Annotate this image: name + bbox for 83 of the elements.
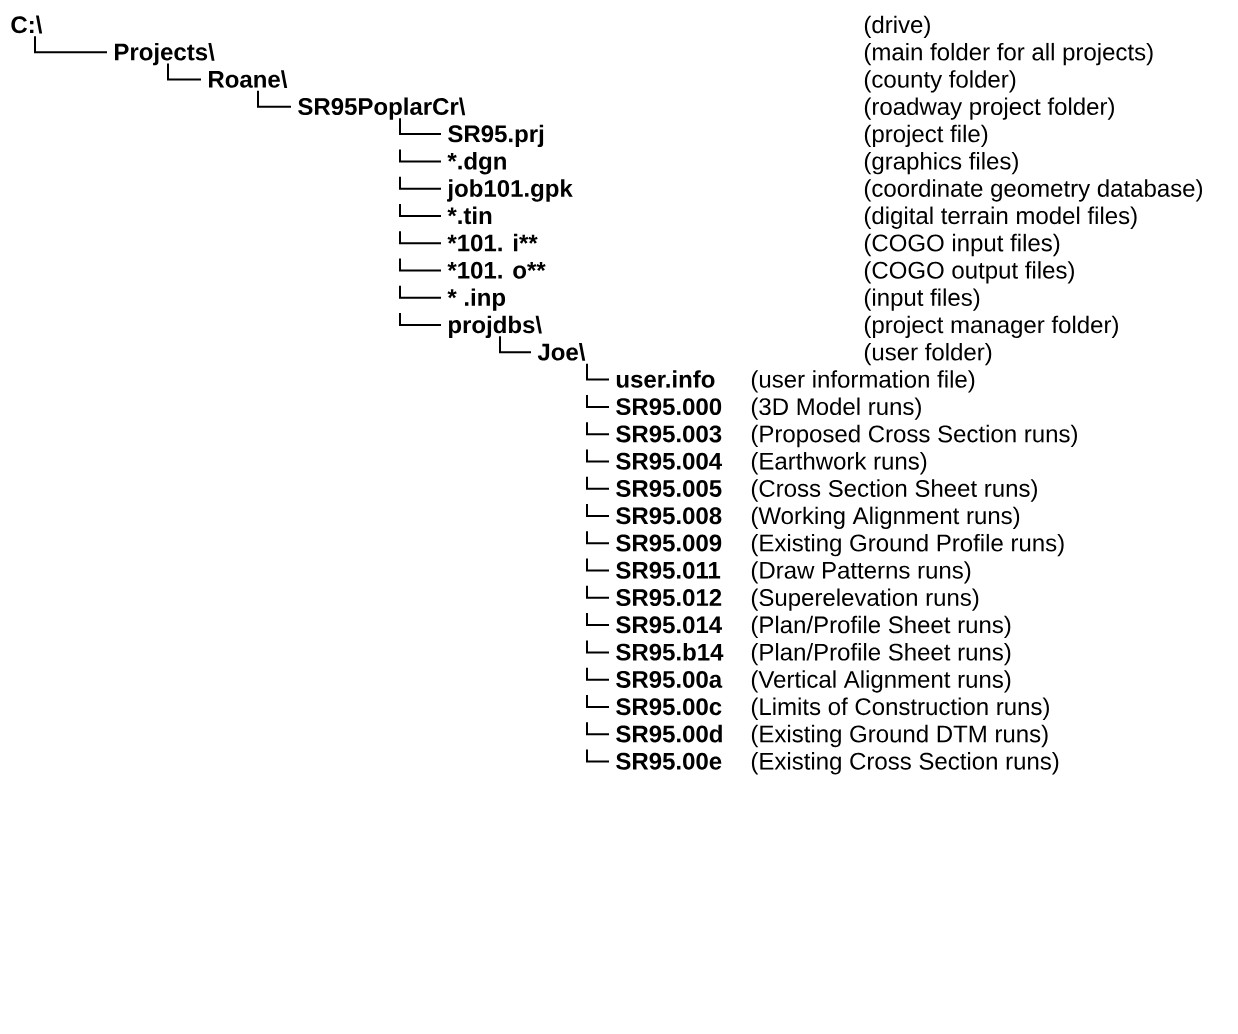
tree-branch [586, 748, 610, 763]
folder-name: SR95.00e [616, 752, 722, 770]
tree-branch [399, 117, 442, 136]
description: (project manager folder) [864, 315, 1118, 339]
description: (Existing Ground Profile runs) [751, 533, 1064, 557]
tree-branch [586, 721, 610, 736]
description: (Existing Ground DTM runs) [751, 724, 1048, 748]
description: (Cross Section Sheet runs) [751, 479, 1037, 502]
folder-name: SR95.00c [616, 698, 722, 716]
folder-name: projdbs\ [448, 315, 542, 339]
folder-name: *101. i** [447, 233, 538, 252]
tree-branch [586, 503, 610, 517]
tree-branch [586, 557, 610, 572]
tree-branch [399, 230, 442, 245]
folder-name: SR95.000 [616, 398, 722, 416]
tree-branch [399, 312, 442, 327]
tree-branch [586, 693, 610, 708]
tree-branch [586, 612, 610, 627]
description: (Limits of Construction runs) [751, 697, 1049, 720]
folder-name: SR95.012 [616, 589, 722, 607]
description: (Proposed Cross Section runs) [751, 424, 1077, 448]
description: (roadway project folder) [864, 97, 1114, 120]
description: (Plan/Profile Sheet runs) [751, 615, 1011, 639]
folder-name: SR95.00a [616, 670, 723, 688]
folder-name: SR95PoplarCr\ [298, 97, 466, 120]
tree-branch [257, 89, 292, 108]
folder-name: SR95.009 [616, 534, 722, 552]
tree-branch [399, 175, 442, 190]
description: (Existing Cross Section runs) [751, 752, 1059, 775]
description: (COGO input files) [864, 233, 1060, 257]
tree-branch [499, 335, 532, 354]
tree-branch [399, 257, 442, 272]
description: (project file) [864, 124, 988, 148]
folder-name: *.tin [447, 206, 492, 225]
folder-name: SR95.prj [448, 124, 544, 148]
folder-name: SR95.b14 [616, 643, 724, 661]
tree-branch [586, 448, 610, 463]
folder-name: SR95.008 [616, 507, 722, 525]
folder-name: Roane\ [209, 70, 288, 89]
description: (user folder) [864, 342, 992, 366]
description: (main folder for all projects) [864, 42, 1153, 66]
tree-branch [586, 421, 610, 436]
description: (3D Model runs) [751, 397, 921, 420]
description: (graphics files) [864, 152, 1018, 175]
tree-branch [399, 148, 442, 163]
tree-branch [586, 475, 610, 490]
description: (COGO output files) [864, 261, 1074, 284]
tree-branch [586, 639, 610, 654]
folder-name: SR95.003 [616, 425, 722, 443]
description: (Superelevation runs) [751, 588, 979, 611]
folder-name: SR95.011 [616, 561, 721, 579]
tree-branch [586, 666, 610, 681]
description: (county folder) [864, 70, 1016, 93]
folder-name: Projects\ [115, 42, 215, 66]
folder-name: *101. o** [447, 261, 546, 279]
description: (drive) [864, 15, 930, 38]
description: (coordinate geometry database) [864, 179, 1203, 202]
tree-branch [399, 202, 442, 217]
description: (digital terrain model files) [864, 206, 1137, 229]
folder-name: * .inp [447, 288, 506, 311]
tree-branch [34, 35, 108, 54]
tree-branch [167, 62, 202, 81]
description: (Vertical Alignment runs) [751, 670, 1011, 693]
tree-branch [586, 393, 610, 408]
folder-name: SR95.004 [616, 452, 722, 470]
description: (Draw Patterns runs) [751, 561, 971, 584]
folder-name: *.dgn [447, 152, 506, 175]
description: (input files) [864, 288, 980, 311]
description: (Working Alignment runs) [751, 506, 1020, 529]
folder-name: user.info [616, 370, 715, 388]
description: (user information file) [751, 370, 975, 393]
description: (Plan/Profile Sheet runs) [751, 643, 1011, 666]
folder-name: C:\ [11, 15, 43, 34]
folder-name: SR95.00d [616, 724, 722, 743]
folder-name: SR95.014 [616, 616, 722, 634]
tree-branch [586, 362, 610, 381]
tree-branch [586, 584, 610, 599]
tree-branch [399, 284, 442, 299]
description: (Earthwork runs) [751, 452, 927, 475]
tree-branch [586, 530, 610, 545]
folder-name: SR95.005 [616, 479, 722, 497]
folder-name: Joe\ [537, 342, 586, 361]
folder-name: job101.gpk [447, 179, 573, 202]
